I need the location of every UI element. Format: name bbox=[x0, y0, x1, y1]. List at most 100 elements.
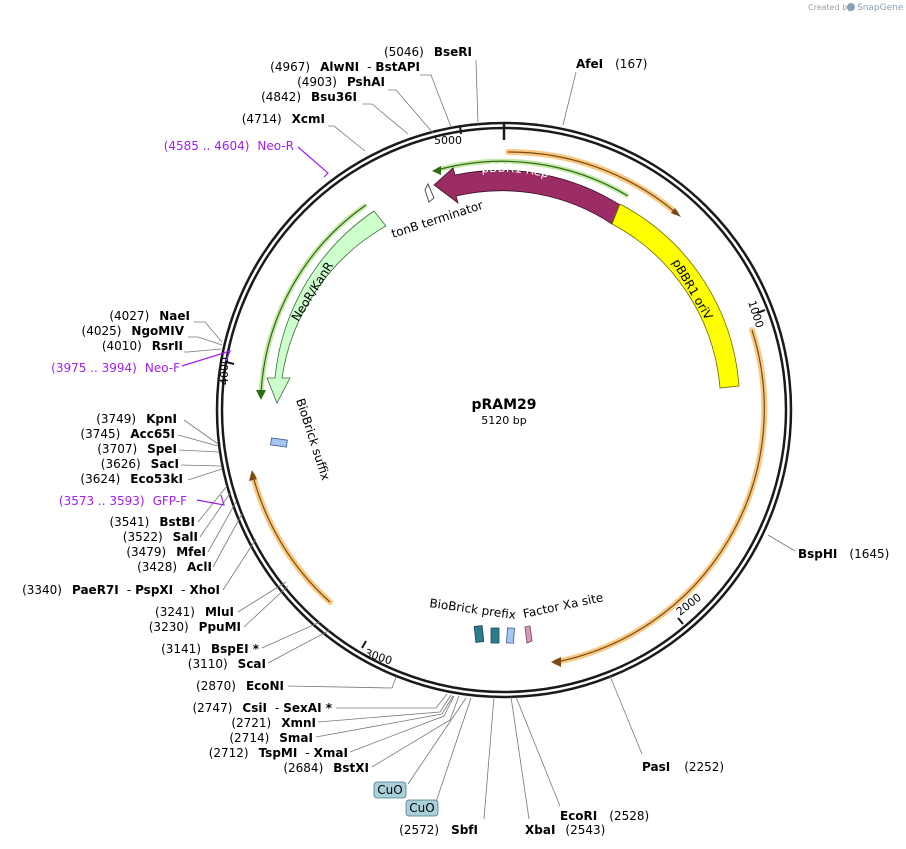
tick-label-1000: 1000 bbox=[745, 299, 766, 330]
tick-marks bbox=[225, 125, 766, 649]
site-bstbi[interactable]: (3541)BstBI bbox=[109, 515, 195, 529]
leader-cuo-2 bbox=[435, 697, 472, 803]
tonb-terminator-icon[interactable] bbox=[424, 182, 435, 203]
cuo-operator-1[interactable]: CuO bbox=[373, 781, 407, 799]
tick-3000 bbox=[361, 640, 367, 649]
orf-arrow-icon bbox=[551, 657, 561, 667]
tick-label-3000: 3000 bbox=[363, 646, 394, 667]
primer-neo-f[interactable]: (3975 .. 3994)Neo-F bbox=[51, 361, 180, 375]
site-alwni-bstapi[interactable]: (4967)AlwNI-BstAPI bbox=[270, 60, 420, 74]
pbbr1-rep-feature[interactable] bbox=[433, 167, 621, 225]
site-acli[interactable]: (3428)AclI bbox=[137, 560, 212, 574]
leader-bstbi bbox=[197, 485, 228, 523]
orf-left bbox=[250, 473, 333, 605]
site-naei[interactable]: (4027)NaeI bbox=[109, 309, 190, 323]
site-bseri[interactable]: (5046)BseRI bbox=[384, 45, 472, 59]
neor-kanr-label: NeoR/KanR bbox=[289, 259, 336, 323]
site-pshai[interactable]: (4903)PshAI bbox=[297, 75, 385, 89]
biobrick-prefix-feature[interactable] bbox=[473, 625, 485, 643]
site-kpni[interactable]: (3749)KpnI bbox=[96, 412, 177, 426]
tick-1000 bbox=[756, 309, 766, 314]
orf-left-line bbox=[252, 475, 331, 603]
tick-5000 bbox=[459, 125, 462, 135]
plasmid-length: 5120 bp bbox=[481, 414, 526, 427]
leader-ecori bbox=[515, 696, 561, 807]
green-arrow-icon bbox=[256, 390, 266, 400]
site-xbai[interactable]: XbaI(2543) bbox=[525, 823, 605, 837]
site-smai[interactable]: (2714)SmaI bbox=[229, 731, 313, 745]
leader-naei bbox=[194, 321, 223, 343]
site-ngomiv[interactable]: (4025)NgoMIV bbox=[82, 324, 185, 338]
site-tspmi-xmai[interactable]: (2712)TspMI-XmaI bbox=[209, 746, 348, 760]
tick-label-5000: 5000 bbox=[434, 134, 462, 147]
leader-acli bbox=[212, 513, 243, 568]
cuo-label: CuO bbox=[409, 801, 434, 815]
site-csii-sexai[interactable]: (2747)CsiI-SexAI * bbox=[192, 701, 332, 715]
site-bspei[interactable]: (3141)BspEI * bbox=[161, 642, 260, 656]
site-pasi[interactable]: PasI(2252) bbox=[642, 760, 724, 774]
site-eco53ki[interactable]: (3624)Eco53kI bbox=[80, 472, 183, 486]
biobrick-suffix-label: BioBrick suffix bbox=[293, 397, 333, 482]
site-rsrii[interactable]: (4010)RsrII bbox=[102, 339, 183, 353]
site-bsu36i[interactable]: (4842)Bsu36I bbox=[261, 90, 357, 104]
leader-mfei bbox=[207, 501, 237, 553]
green-arrow-icon bbox=[432, 166, 441, 175]
site-saci[interactable]: (3626)SacI bbox=[101, 457, 179, 471]
site-sali[interactable]: (3522)SalI bbox=[123, 530, 198, 544]
site-ppumi[interactable]: (3230)PpuMI bbox=[149, 620, 241, 634]
site-afei[interactable]: AfeI(167) bbox=[576, 57, 647, 71]
snapgene-credit: Created by SnapGene bbox=[808, 3, 904, 13]
leader-xbai bbox=[510, 696, 530, 820]
credit-brand: SnapGene bbox=[857, 3, 904, 13]
site-acc65i[interactable]: (3745)Acc65I bbox=[80, 427, 175, 441]
neor-kanr-feature[interactable] bbox=[266, 210, 387, 404]
leader-pasi bbox=[609, 675, 643, 755]
plasmid-name: pRAM29 bbox=[471, 397, 536, 413]
cuo-box bbox=[373, 781, 407, 799]
site-xmni[interactable]: (2721)XmnI bbox=[231, 716, 316, 730]
site-econi[interactable]: (2870)EcoNI bbox=[196, 679, 284, 693]
leader-acc65i bbox=[177, 434, 219, 447]
leader-rsrii bbox=[184, 348, 222, 353]
site-paer7i-pspxi-xhoi[interactable]: (3340)PaeR7I-PspXI-XhoI bbox=[22, 583, 220, 597]
primer-neo-r-marker bbox=[297, 146, 329, 178]
site-spei[interactable]: (3707)SpeI bbox=[97, 442, 177, 456]
tick-2000 bbox=[677, 617, 684, 625]
biobrick-suffix-feature[interactable] bbox=[270, 437, 288, 448]
leader-xmni bbox=[317, 694, 452, 723]
biobrick-prefix-part[interactable] bbox=[506, 627, 515, 644]
factor-xa-site-feature[interactable] bbox=[524, 625, 533, 644]
leader-bstxi bbox=[371, 695, 460, 768]
biobrick-prefix-feature[interactable] bbox=[490, 627, 500, 644]
leader-csii bbox=[336, 693, 448, 709]
site-bsphi[interactable]: BspHI(1645) bbox=[798, 547, 889, 561]
site-mfei[interactable]: (3479)MfeI bbox=[126, 545, 206, 559]
orf-arcs bbox=[249, 148, 768, 667]
leader-pshai bbox=[388, 89, 434, 134]
site-xcmi[interactable]: (4714)XcmI bbox=[242, 112, 325, 126]
orf-right-line bbox=[555, 329, 765, 663]
leader-sali bbox=[199, 491, 232, 538]
leader-afei bbox=[562, 71, 577, 126]
primer-neo-r[interactable]: (4585 .. 4604)Neo-R bbox=[164, 139, 294, 153]
cuo-operator-2[interactable]: CuO bbox=[405, 799, 439, 817]
factor-xa-site-label: Factor Xa site bbox=[522, 590, 605, 621]
orf-arrow-icon bbox=[249, 470, 257, 481]
leader-spei bbox=[178, 449, 220, 453]
credit-prefix: Created by bbox=[808, 3, 852, 12]
leader-ngomiv bbox=[188, 336, 223, 346]
site-bstxi[interactable]: (2684)BstXI bbox=[283, 761, 369, 775]
tick-4000 bbox=[225, 361, 235, 365]
site-mlui[interactable]: (3241)MluI bbox=[155, 605, 234, 619]
site-sbfi[interactable]: (2572)SbfI bbox=[399, 823, 478, 837]
site-ecori[interactable]: EcoRI(2528) bbox=[560, 809, 649, 823]
primer-gfp-f[interactable]: (3573 .. 3593)GFP-F bbox=[59, 494, 187, 508]
site-leaders-right bbox=[483, 71, 796, 820]
leader-sbfi bbox=[483, 696, 495, 820]
cuo-label: CuO bbox=[377, 783, 402, 797]
primer-neo-f-marker bbox=[181, 350, 232, 367]
snapgene-logo-icon bbox=[847, 3, 855, 11]
site-scai[interactable]: (3110)ScaI bbox=[188, 657, 266, 671]
cuo-box bbox=[405, 799, 439, 817]
pbbr1-oriv-feature[interactable] bbox=[611, 203, 740, 389]
